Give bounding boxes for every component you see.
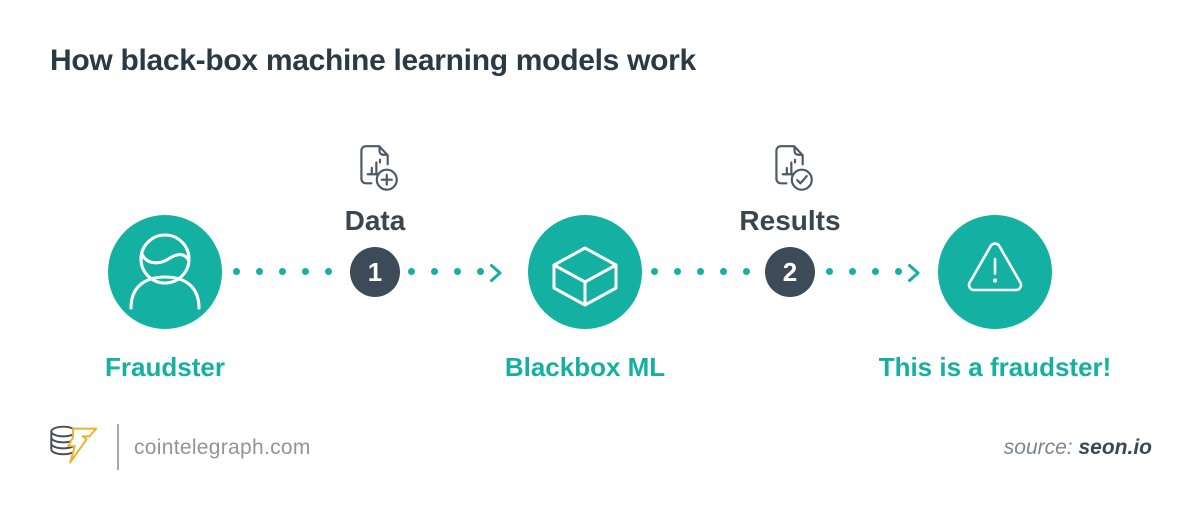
dot: [826, 268, 833, 275]
step-results: Results: [700, 133, 880, 237]
source-name: seon.io: [1078, 436, 1152, 459]
footer-divider: [117, 424, 119, 470]
node-verdict: This is a fraudster!: [845, 215, 1145, 383]
dot: [454, 268, 461, 275]
step-label-results: Results: [739, 205, 841, 236]
dot: [651, 268, 658, 275]
blackbox-circle: [528, 215, 642, 329]
step-label-data: Data: [344, 205, 406, 236]
cube-icon: [552, 246, 618, 307]
step-number-badge-1: 1: [350, 247, 400, 297]
dot: [279, 268, 286, 275]
page-title: How black-box machine learning models wo…: [50, 44, 696, 77]
node-blackbox-ml: Blackbox ML: [435, 215, 735, 383]
node-label-fraudster: Fraudster: [105, 352, 225, 382]
document-check-icon: [775, 145, 813, 191]
dot: [674, 268, 681, 275]
dot: [720, 268, 727, 275]
dot: [302, 268, 309, 275]
dot: [872, 268, 879, 275]
dot: [431, 268, 438, 275]
person-icon: [129, 233, 201, 310]
dot: [697, 268, 704, 275]
dot: [895, 268, 902, 275]
dot: [325, 268, 332, 275]
dot: [743, 268, 750, 275]
step-data: Data: [285, 133, 465, 237]
node-label-verdict: This is a fraudster!: [878, 352, 1112, 382]
step-number-badge-2: 2: [765, 247, 815, 297]
dot: [408, 268, 415, 275]
dot: [256, 268, 263, 275]
footer-site: cointelegraph.com: [134, 436, 311, 459]
node-label-blackbox: Blackbox ML: [504, 352, 666, 382]
dotted-line: [233, 268, 332, 275]
document-add-icon: [360, 145, 398, 191]
dotted-line: [651, 268, 750, 275]
arrow-right-icon: [908, 264, 920, 282]
arrow-right-icon: [490, 264, 502, 282]
node-fraudster: Fraudster: [15, 215, 315, 383]
cointelegraph-logo: [50, 425, 98, 464]
dotted-line: [826, 268, 902, 275]
dot: [477, 268, 484, 275]
warning-triangle-icon: [967, 242, 1023, 292]
fraudster-circle: [108, 215, 222, 329]
footer-source: source: seon.io: [1004, 436, 1152, 460]
dot: [849, 268, 856, 275]
source-prefix: source:: [1003, 436, 1073, 459]
verdict-circle: [938, 215, 1052, 329]
dotted-line: [408, 268, 484, 275]
lightning-bolt-icon: [67, 427, 98, 464]
dot: [233, 268, 240, 275]
